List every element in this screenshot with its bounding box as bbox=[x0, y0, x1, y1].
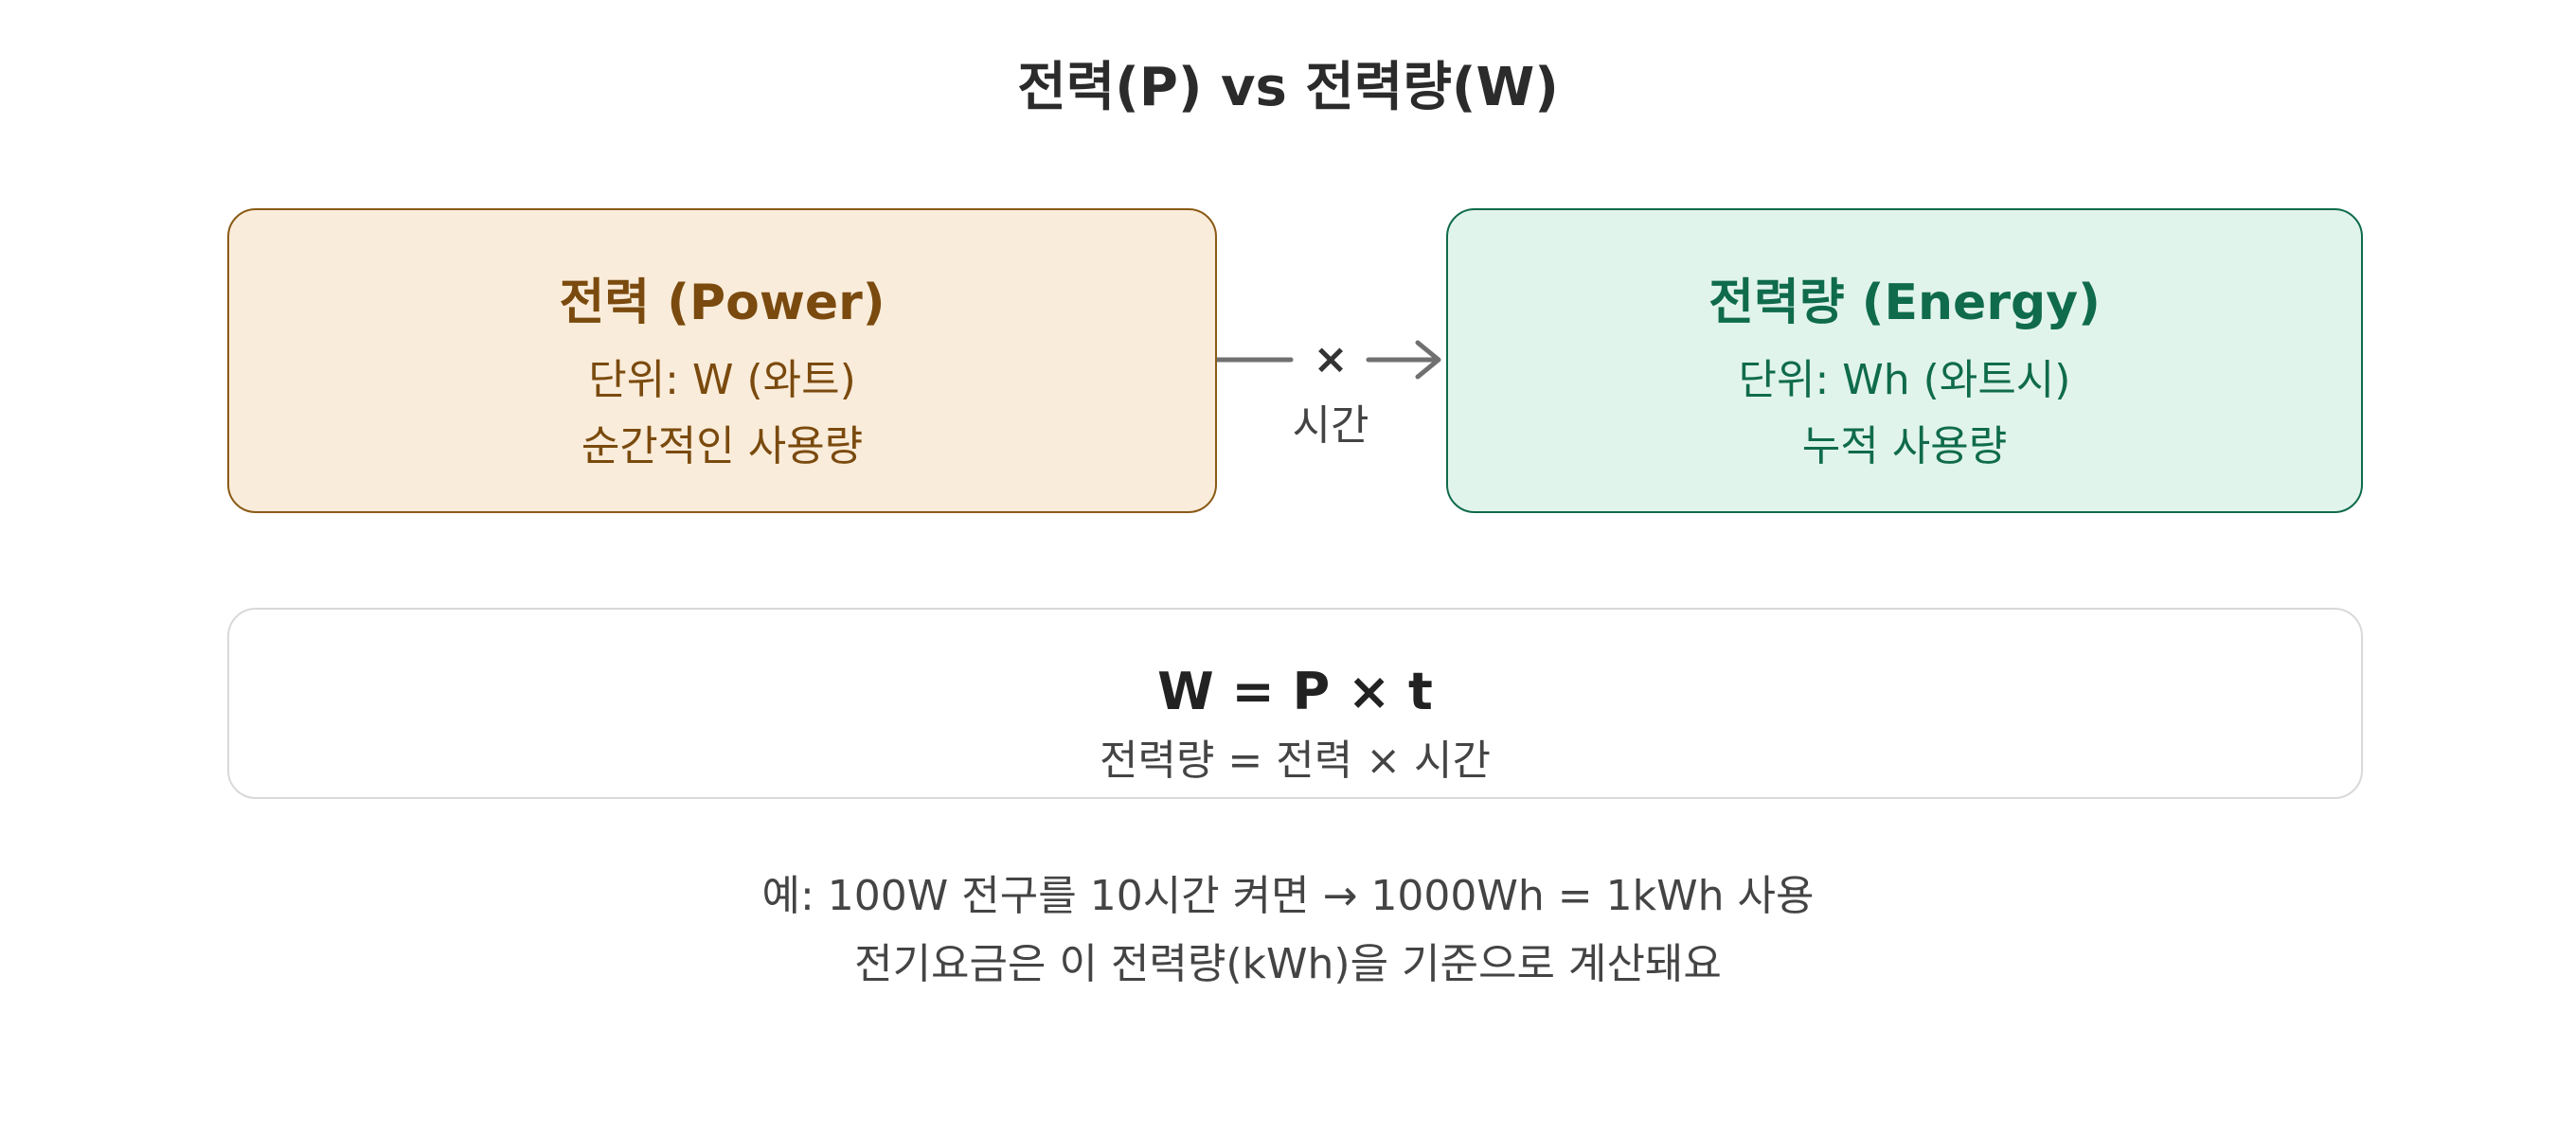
energy-card-title: 전력량 (Energy) bbox=[1708, 275, 2101, 331]
arrow-head-icon bbox=[1415, 340, 1441, 380]
power-card-description: 순간적인 사용량 bbox=[581, 422, 864, 470]
power-card: 전력 (Power) 단위: W (와트) 순간적인 사용량 bbox=[227, 208, 1217, 513]
arrow-connector bbox=[1217, 340, 1441, 380]
energy-card-unit: 단위: Wh (와트시) bbox=[1738, 356, 2071, 404]
formula-main: W = P × t bbox=[1157, 662, 1433, 721]
power-card-unit: 단위: W (와트) bbox=[588, 356, 856, 404]
arrow-label-time: 시간 bbox=[1292, 401, 1369, 450]
example-note: 예: 100W 전구를 10시간 켜면 → 1000Wh = 1kWh 사용 bbox=[761, 872, 1815, 920]
multiply-symbol: × bbox=[1313, 335, 1349, 383]
formula-sub: 전력량 = 전력 × 시간 bbox=[1099, 737, 1492, 785]
power-card-title: 전력 (Power) bbox=[559, 275, 886, 331]
formula-box: W = P × t 전력량 = 전력 × 시간 bbox=[227, 608, 2363, 799]
billing-note: 전기요금은 이 전력량(kWh)을 기준으로 계산돼요 bbox=[854, 940, 1722, 988]
energy-card-description: 누적 사용량 bbox=[1801, 422, 2008, 470]
diagram-title: 전력(P) vs 전력량(W) bbox=[1017, 57, 1559, 118]
energy-card: 전력량 (Energy) 단위: Wh (와트시) 누적 사용량 bbox=[1446, 208, 2363, 513]
